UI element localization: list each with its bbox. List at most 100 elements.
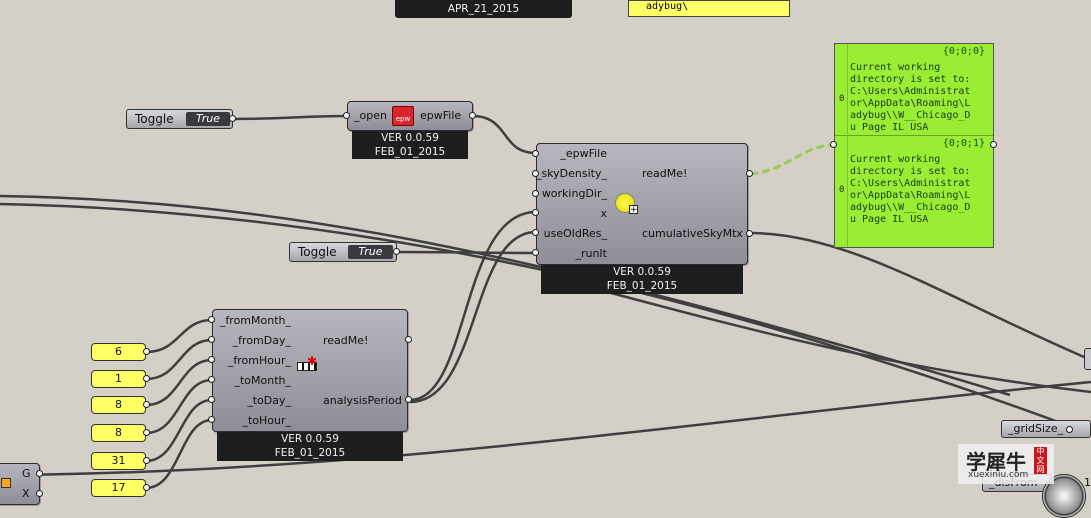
analysis-period-icon [297,362,317,371]
input-fromday: _fromDay_ [232,334,291,347]
panel-output-grip[interactable] [990,141,997,148]
wire-long-4 [599,288,1091,394]
readme-output-panel[interactable]: {0;0;0} 0 Current working directory is s… [834,43,994,248]
period-output-grip-analysisperiod[interactable] [405,396,412,403]
open-epw-version: VER 0.0.59 FEB_01_2015 [352,131,468,159]
input-tohour: _toHour_ [242,414,291,427]
number-panel[interactable]: 1 [91,370,146,388]
top-path-panel[interactable]: adybug\ [628,0,790,17]
period-input-grip-2[interactable] [208,336,215,343]
number-panel[interactable]: 17 [91,479,146,497]
gx-x-label: X [22,487,30,500]
output-analysisperiod: analysisPeriod [323,394,402,407]
period-input-grip-3[interactable] [208,356,215,363]
number-panel[interactable]: 8 [91,396,146,414]
period-input-grip-4[interactable] [208,376,215,383]
sky-input-grip-4[interactable] [532,209,539,216]
number-output-grip[interactable] [143,457,150,464]
epw-icon-text: epw [395,115,411,123]
open-input-label: _open [354,109,387,122]
wire-long-1 [0,194,1011,397]
sky-matrix-component[interactable]: _epwFile _skyDensity_ workingDir_ x useO… [536,143,748,265]
input-workingdir: workingDir_ [541,187,607,200]
sky-output-grip-readme[interactable] [746,170,753,177]
analysis-period-component[interactable]: _fromMonth_ _fromDay_ _fromHour_ _toMont… [212,309,408,432]
wire-period-sky-2 [409,230,537,404]
period-input-grip-5[interactable] [208,396,215,403]
period-output-grip-readme[interactable] [405,336,412,343]
epw-file-icon: epw [392,106,414,126]
panel-item-index: 0 [839,185,845,195]
panel-item-text: Current working directory is set to: C:\… [850,154,971,225]
input-tomonth: _toMonth_ [234,374,291,387]
number-output-grip[interactable] [143,429,150,436]
sky-input-grip-5[interactable] [532,229,539,236]
toggle-label: Toggle [298,245,337,259]
toggle-value[interactable]: True [348,245,393,259]
sky-input-grip-3[interactable] [532,190,539,197]
input-epwfile: _epwFile [560,147,607,160]
number-panel[interactable]: 6 [91,343,146,361]
sky-output-grip-skymtx[interactable] [746,230,753,237]
sky-input-grip-2[interactable] [532,170,539,177]
open-input-grip[interactable] [343,112,350,119]
right-edge-component[interactable] [1084,348,1091,370]
input-useoldres: useOldRes_ [543,227,607,240]
period-input-grip-6[interactable] [208,416,215,423]
panel-item-text: Current working directory is set to: C:\… [850,62,971,133]
toggle-open-output-grip[interactable] [229,115,236,122]
number-panel[interactable]: 8 [91,424,146,442]
output-readme: readMe! [323,334,369,347]
sky-input-grip-1[interactable] [532,150,539,157]
grid-size-input[interactable]: _gridSize_ [1001,420,1091,438]
output-cumulativeskymtx: cumulativeSkyMtx [642,227,743,240]
watermark: 学犀牛 中文网 xuexiniu.com [958,444,1054,484]
gx-output-grip-x[interactable] [36,490,43,497]
wire-toggle-runit [396,250,537,255]
open-epw-component[interactable]: _open epw epwFile [347,101,473,131]
period-input-grip-1[interactable] [208,316,215,323]
wire-readme-panel [749,143,835,176]
toggle-open[interactable]: Toggle True [126,109,233,129]
toggle-value[interactable]: True [186,112,230,126]
panel-branch-path: {0;0;1} [942,138,985,149]
gx-component[interactable]: G X [0,463,40,505]
toggle-runit-output-grip[interactable] [393,248,400,255]
grid-size-grip[interactable] [1066,426,1073,433]
panel-divider [835,135,993,136]
period-ver-text: VER 0.0.59 [281,433,339,445]
epwfile-output-grip[interactable] [469,112,476,119]
analysis-period-version: VER 0.0.59 FEB_01_2015 [217,432,403,461]
gx-icon [1,478,11,488]
sky-ver-text: VER 0.0.59 [613,266,671,278]
grid-size-label: _gridSize_ [1008,422,1064,435]
sky-date-text: FEB_01_2015 [606,280,678,292]
number-output-grip[interactable] [143,401,150,408]
period-date-text: FEB_01_2015 [274,447,346,459]
wire-long-2 [0,202,1081,432]
output-readme: readMe! [642,167,688,180]
input-x: x [600,207,607,220]
number-panel[interactable]: 31 [91,452,146,470]
toggle-runit[interactable]: Toggle True [289,242,397,262]
analysis-period-arrow-icon: ✱ [307,354,318,368]
gx-output-grip-g[interactable] [36,470,43,477]
number-output-grip[interactable] [143,484,150,491]
sky-input-grip-6[interactable] [532,249,539,256]
panel-vertical-line [847,44,848,247]
top-path-text: adybug\ [646,1,689,12]
gx-g-label: G [22,467,31,480]
wire-period-sky [409,210,537,402]
epwfile-output-label: epwFile [420,109,462,122]
panel-input-grip[interactable] [830,141,837,148]
wire-skymtx-out [749,231,1091,362]
input-fromhour: _fromHour_ [227,354,291,367]
input-frommonth: _fromMonth_ [219,314,291,327]
open-epw-ver-text: VER 0.0.59 [381,132,439,144]
number-output-grip[interactable] [143,375,150,382]
dial-value: 1 [1084,476,1091,489]
number-output-grip[interactable] [143,348,150,355]
sky-matrix-icon-plus: + [629,205,638,215]
